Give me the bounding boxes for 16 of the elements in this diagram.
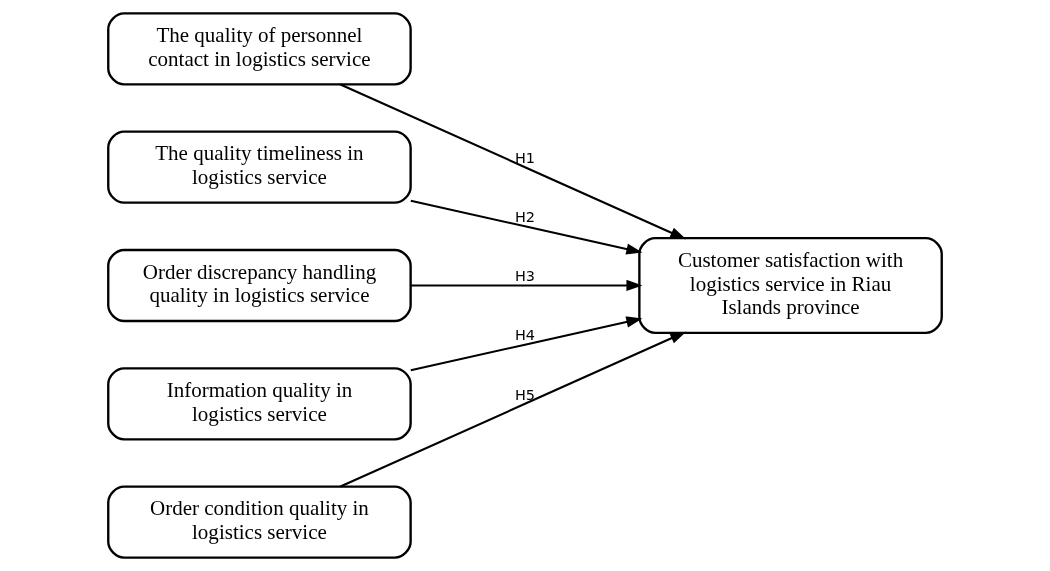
arrow: [410, 279, 643, 292]
edge-label: H1: [514, 149, 536, 166]
edge-label: H2: [514, 209, 536, 226]
edge-label: H5: [514, 386, 536, 403]
arrow: [340, 83, 687, 240]
arrow: [340, 331, 687, 488]
edge-label: H3: [514, 268, 536, 285]
node-box: Information quality in logistics service: [107, 367, 412, 441]
edge-label: H4: [514, 327, 536, 344]
node-box: Order condition quality in logistics service: [107, 485, 412, 559]
node-box: Order discrepancy handling quality in logistics service: [107, 248, 412, 323]
arrow: [410, 316, 643, 372]
node-box: Customer satisfaction with logistics service in Riau Islands province: [638, 237, 943, 334]
arrow: [410, 199, 643, 255]
node-box: The quality of personnel contact in logistics service: [107, 12, 412, 86]
node-box: The quality timeliness in logistics service: [107, 130, 412, 204]
